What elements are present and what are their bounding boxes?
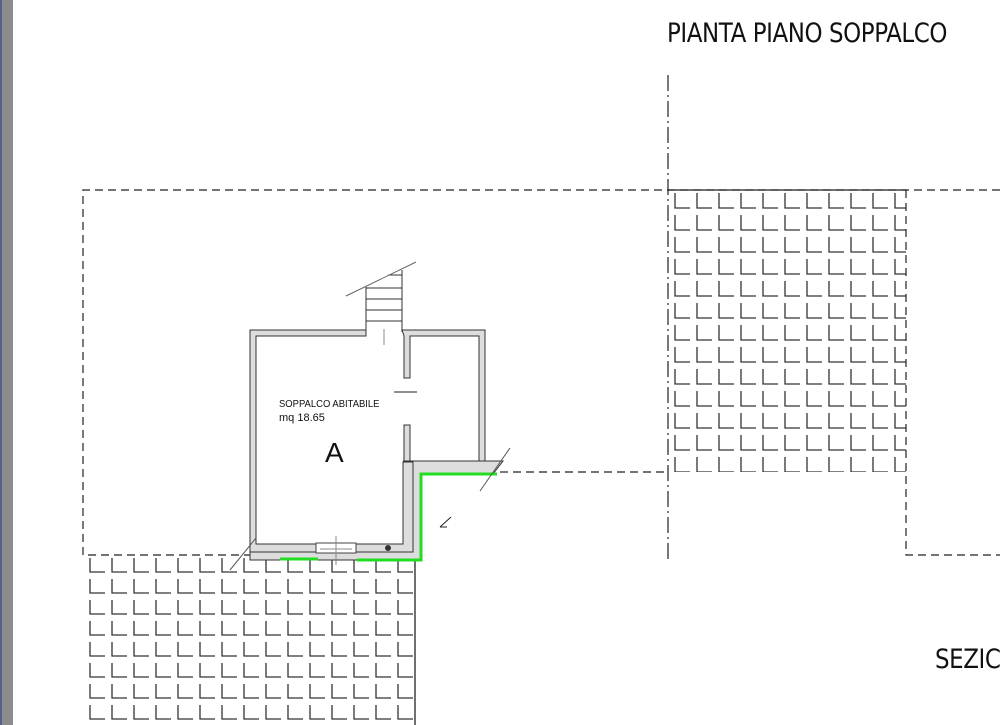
tiled-terrace-top-right <box>668 190 906 472</box>
room-name: SOPPALCO ABITABILE <box>279 398 380 410</box>
section-title: SEZIC <box>935 644 1000 675</box>
dashed-outline <box>82 189 1000 556</box>
walls <box>229 329 511 571</box>
tiled-terrace-bottom-left <box>83 556 415 725</box>
stair <box>345 261 417 345</box>
room-label: A <box>325 437 344 468</box>
room-area: mq 18.65 <box>279 412 325 424</box>
window-edge <box>0 0 2 725</box>
plan-title: PIANTA PIANO SOPPALCO <box>667 18 948 49</box>
fixture-icon <box>385 545 391 551</box>
scrollbar-strip[interactable] <box>2 0 13 725</box>
